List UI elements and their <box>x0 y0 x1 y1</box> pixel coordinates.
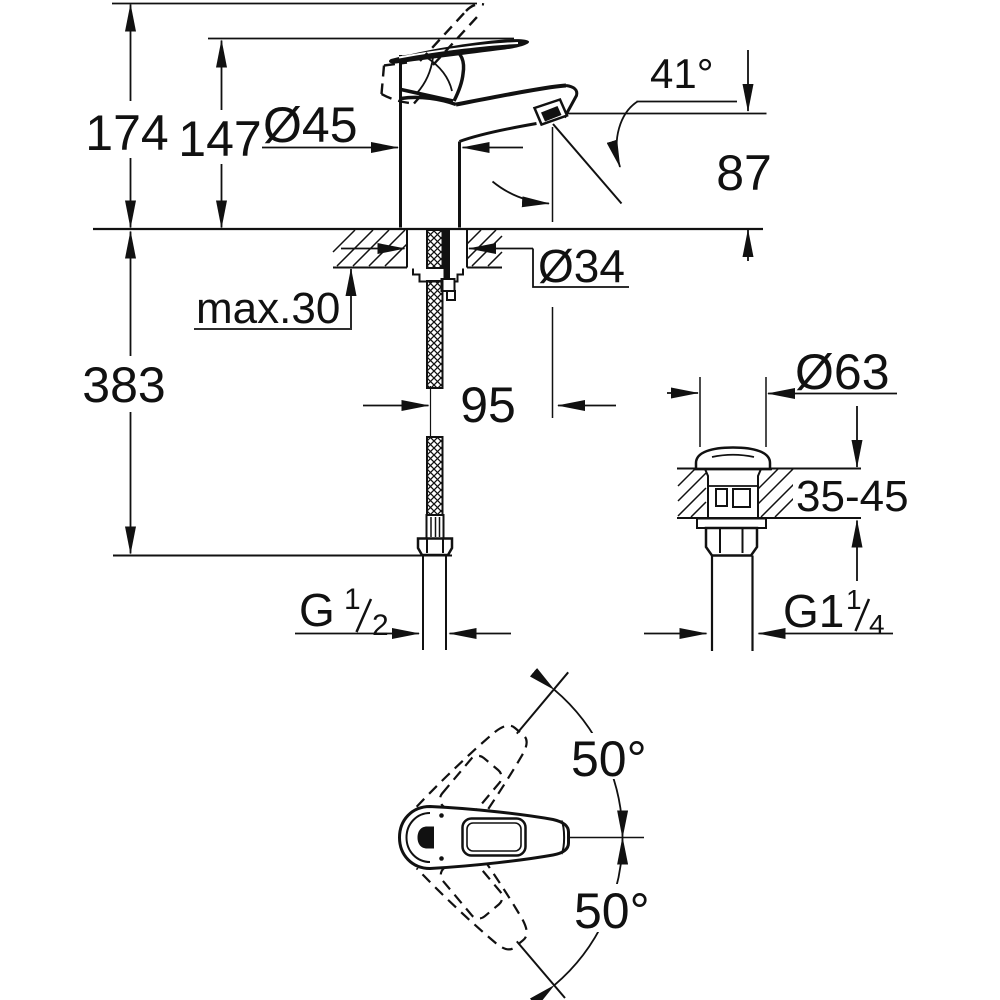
supply-thread-tail <box>422 555 447 650</box>
handle-plan-cutout <box>461 817 527 857</box>
cartridge-inner-curve <box>416 57 434 94</box>
dim-3545-text-bg <box>793 476 911 516</box>
spray-angle-arc <box>491 180 550 208</box>
hose-nut <box>416 537 454 557</box>
supply-thread-den: 2 <box>372 609 389 642</box>
lever-highlight <box>398 42 519 59</box>
crimp-ridges <box>430 517 441 537</box>
drain-cap-seam <box>711 453 755 458</box>
spray-direction-line <box>552 123 623 205</box>
mounting-hole-edges <box>406 229 468 268</box>
handle-plan-inner-rim <box>405 812 431 863</box>
hose-nut-facets <box>426 538 444 553</box>
spout-underside <box>458 122 537 143</box>
drain-slot-right <box>732 488 751 508</box>
supply-thread-num: 1 <box>344 583 361 616</box>
drain-thread-slash <box>854 598 871 632</box>
hose-braid-upper <box>426 229 444 269</box>
drain-valve-view: Ø63 35-45 G1 1 4 <box>644 344 911 651</box>
drain-thread-num: 1 <box>846 584 862 615</box>
lever-raised-position-dashed <box>380 2 485 105</box>
fixing-rod-tip <box>446 290 456 301</box>
dim-41-leader-arc <box>606 100 639 168</box>
dim-spray-angle: 41° <box>650 50 714 97</box>
fixing-rod <box>443 230 450 279</box>
swivel-line-lower <box>516 940 566 999</box>
supply-thread-slash <box>355 598 373 633</box>
drain-nut <box>704 526 759 557</box>
handle-plan-dot-top <box>439 813 444 818</box>
dim-swivel-lower: 50° <box>574 883 650 939</box>
dim-swivel-upper: 50° <box>571 731 647 787</box>
drain-thread-g: G1 <box>783 585 844 637</box>
dim-63-extension-lines <box>699 377 767 447</box>
drain-cap-dome <box>694 446 772 471</box>
aerator-face <box>541 106 562 122</box>
handle-plan-view: 50° 50° <box>397 667 655 1000</box>
handle-plan-dot-bottom <box>439 856 444 861</box>
hose-braid-middle <box>426 280 444 389</box>
dim-body-diameter: Ø45 <box>263 97 358 153</box>
spout-tip-edge <box>563 84 579 119</box>
dim-handle-height: 147 <box>178 111 261 167</box>
dim-hole-diameter: Ø34 <box>538 240 625 292</box>
drain-body-sides <box>704 468 762 518</box>
dim-drain-deck-range: 35-45 <box>796 472 909 521</box>
handle-housing-bottom <box>400 87 454 103</box>
handle-plan-notch <box>417 826 434 849</box>
side-elevation-view: 174 147 Ø45 41° 87 <box>82 2 772 650</box>
swivel-lower-text-bg <box>571 884 655 932</box>
spout-parting-line <box>400 95 457 107</box>
drain-tailpipe <box>710 555 754 651</box>
drain-thread-den: 4 <box>869 609 885 640</box>
swivel-line-upper <box>516 671 569 735</box>
dim-hose-drop: 383 <box>82 357 165 413</box>
dim-spout-height: 87 <box>716 145 772 201</box>
supply-thread-g: G <box>299 584 335 636</box>
spout-top-edge <box>455 83 567 107</box>
dim-max-deck-thickness: max.30 <box>196 284 340 333</box>
dim-spout-reach: 95 <box>460 377 516 433</box>
drain-flange <box>696 517 767 529</box>
dim-34-leader <box>532 248 629 288</box>
swivel-upper-text-bg <box>568 733 650 779</box>
drain-nut-facets <box>719 528 744 553</box>
dim-drain-flange-diameter: Ø63 <box>795 344 890 400</box>
hose-braid-lower <box>426 436 444 516</box>
drain-deck-hatching <box>677 468 797 518</box>
dim-overall-height: 174 <box>85 105 168 161</box>
drain-slot-left <box>715 488 728 507</box>
cartridge-dome-curve <box>425 56 453 92</box>
handle-plan-cutout-inner <box>466 822 522 852</box>
